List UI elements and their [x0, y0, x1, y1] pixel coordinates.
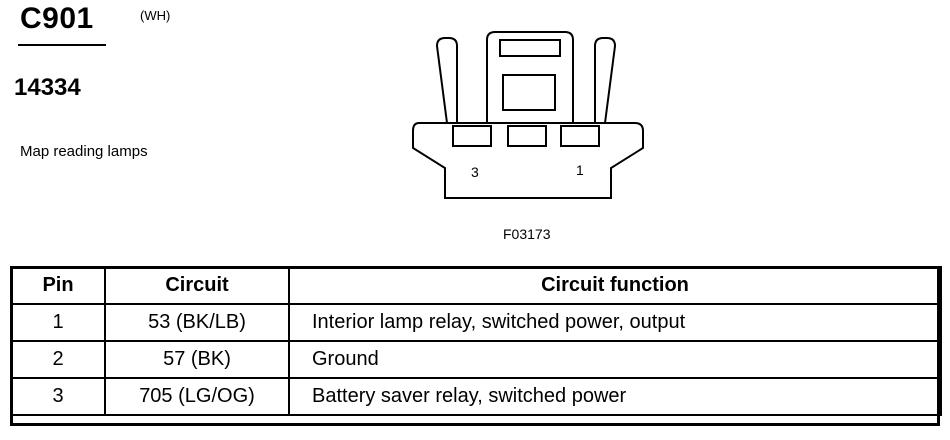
locking-tab: [486, 31, 574, 123]
right-latch: [594, 37, 617, 124]
locking-tab-slot: [499, 39, 561, 57]
cell-function: Battery saver relay, switched power: [288, 377, 942, 416]
figure-id: F03173: [503, 226, 551, 242]
header-pin: Pin: [10, 266, 106, 305]
connector-description: Map reading lamps: [20, 143, 148, 160]
left-latch: [435, 37, 458, 124]
table-row: 2 57 (BK) Ground: [10, 340, 942, 379]
part-number: 14334: [14, 74, 81, 101]
locking-tab-window: [502, 74, 556, 111]
header-circuit-function: Circuit function: [288, 266, 942, 305]
pinout-table: Pin Circuit Circuit function 1 53 (BK/LB…: [10, 266, 942, 416]
cell-circuit: 705 (LG/OG): [104, 377, 290, 416]
cell-function: Interior lamp relay, switched power, out…: [288, 303, 942, 342]
pin-label-3: 3: [471, 164, 479, 180]
wire-color-code: (WH): [140, 8, 171, 23]
connector-id-underline: [18, 44, 106, 46]
cell-function: Ground: [288, 340, 942, 379]
cell-circuit: 53 (BK/LB): [104, 303, 290, 342]
connector-face-diagram: 3 1: [412, 31, 644, 199]
pin-cavity-1: [560, 125, 600, 147]
table-row: 1 53 (BK/LB) Interior lamp relay, switch…: [10, 303, 942, 342]
cell-circuit: 57 (BK): [104, 340, 290, 379]
table-row: 3 705 (LG/OG) Battery saver relay, switc…: [10, 377, 942, 416]
pin-cavity-2: [507, 125, 547, 147]
cell-pin: 2: [10, 340, 106, 379]
cell-pin: 1: [10, 303, 106, 342]
connector-body: [412, 122, 644, 199]
cell-pin: 3: [10, 377, 106, 416]
pin-label-1: 1: [576, 162, 584, 178]
table-header-row: Pin Circuit Circuit function: [10, 266, 942, 305]
header-circuit: Circuit: [104, 266, 290, 305]
pin-cavity-3: [452, 125, 492, 147]
connector-id: C901: [20, 2, 94, 35]
